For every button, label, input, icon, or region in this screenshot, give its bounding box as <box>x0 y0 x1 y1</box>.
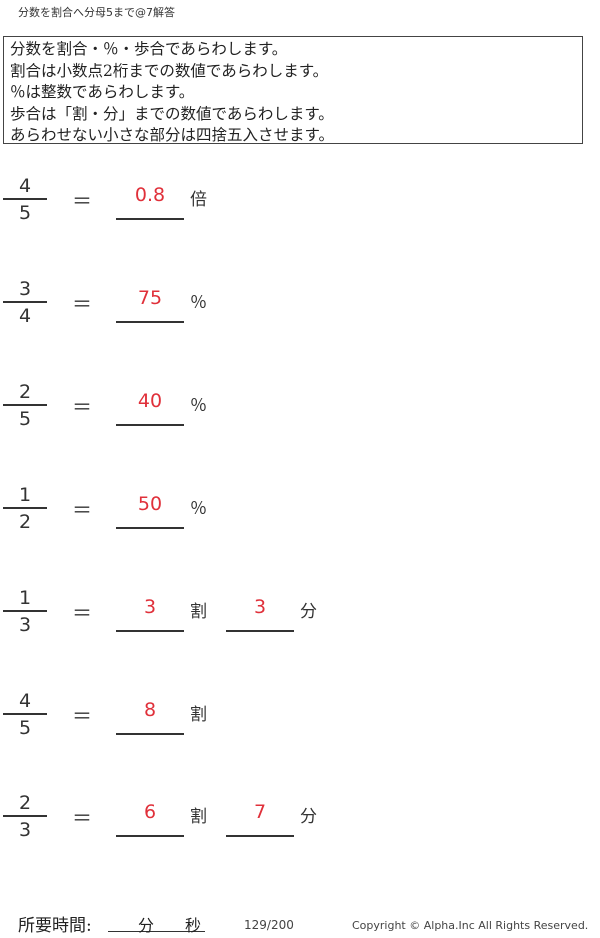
denominator: 2 <box>18 511 32 533</box>
answer: 8 <box>143 699 157 721</box>
time-label: 所要時間: <box>18 916 92 936</box>
equals-sign: ＝ <box>72 498 92 522</box>
denominator: 3 <box>18 819 32 841</box>
numerator: 2 <box>18 792 32 814</box>
unit-label: 割 <box>190 807 207 827</box>
fraction-bar <box>3 507 47 509</box>
answer-line <box>116 527 184 529</box>
equals-sign: ＝ <box>72 704 92 728</box>
fraction-bar <box>3 713 47 715</box>
unit-label: ％ <box>190 293 207 313</box>
equals-sign: ＝ <box>72 601 92 625</box>
answer-line <box>116 733 184 735</box>
unit-label: ％ <box>190 499 207 519</box>
answer: 40 <box>137 390 163 412</box>
unit-label: 倍 <box>190 190 207 210</box>
answer: 7 <box>253 801 267 823</box>
answer: 0.8 <box>134 184 166 206</box>
equals-sign: ＝ <box>72 292 92 316</box>
problem-row: 4 5 ＝ 0.8 倍 <box>0 175 600 255</box>
denominator: 5 <box>18 202 32 224</box>
fraction-bar <box>3 815 47 817</box>
worksheet-title: 分数を割合へ分母5まで@7解答 <box>18 6 175 19</box>
unit-label: 割 <box>190 602 207 622</box>
equals-sign: ＝ <box>72 806 92 830</box>
denominator: 3 <box>18 614 32 636</box>
unit-label: 分 <box>300 602 317 622</box>
problem-row: 3 4 ＝ 75 ％ <box>0 278 600 358</box>
answer-line <box>116 630 184 632</box>
fraction-bar <box>3 198 47 200</box>
instruction-line: ％は整数であらわします。 <box>10 83 195 101</box>
minutes-label: 分 <box>138 916 155 935</box>
answer-line <box>226 630 294 632</box>
answer: 50 <box>137 493 163 515</box>
unit-label: 割 <box>190 705 207 725</box>
answer-line <box>226 835 294 837</box>
page-number: 129/200 <box>244 918 294 932</box>
problem-row: 1 2 ＝ 50 ％ <box>0 484 600 564</box>
answer: 3 <box>253 596 267 618</box>
problem-row: 4 5 ＝ 8 割 <box>0 690 600 770</box>
copyright-notice: Copyright © Alpha.Inc All Rights Reserve… <box>352 919 589 932</box>
numerator: 1 <box>18 587 32 609</box>
fraction-bar <box>3 610 47 612</box>
denominator: 4 <box>18 305 32 327</box>
numerator: 1 <box>18 484 32 506</box>
answer-line <box>116 218 184 220</box>
problem-row: 1 3 ＝ 3 割 3 分 <box>0 587 600 667</box>
problem-row: 2 5 ＝ 40 ％ <box>0 381 600 461</box>
denominator: 5 <box>18 717 32 739</box>
instruction-line: あらわせない小さな部分は四捨五入させます。 <box>10 126 334 144</box>
instruction-line: 割合は小数点2桁までの数値であらわします。 <box>10 61 329 80</box>
instruction-line: 分数を割合・％・歩合であらわします。 <box>10 40 288 58</box>
answer-line <box>116 835 184 837</box>
instructions-box: 分数を割合・％・歩合であらわします。 割合は小数点2桁までの数値であらわします。… <box>3 36 583 144</box>
problem-row: 2 3 ＝ 6 割 7 分 <box>0 792 600 872</box>
answer: 75 <box>137 287 163 309</box>
numerator: 3 <box>18 278 32 300</box>
answer: 3 <box>143 596 157 618</box>
unit-label: ％ <box>190 396 207 416</box>
equals-sign: ＝ <box>72 395 92 419</box>
equals-sign: ＝ <box>72 189 92 213</box>
answer-line <box>116 321 184 323</box>
seconds-label: 秒 <box>185 916 202 935</box>
denominator: 5 <box>18 408 32 430</box>
time-entry-line <box>108 931 205 932</box>
unit-label: 分 <box>300 807 317 827</box>
answer-line <box>116 424 184 426</box>
numerator: 4 <box>18 690 32 712</box>
fraction-bar <box>3 404 47 406</box>
numerator: 4 <box>18 175 32 197</box>
fraction-bar <box>3 301 47 303</box>
numerator: 2 <box>18 381 32 403</box>
instruction-line: 歩合は「割・分」までの数値であらわします。 <box>10 104 334 123</box>
answer: 6 <box>143 801 157 823</box>
